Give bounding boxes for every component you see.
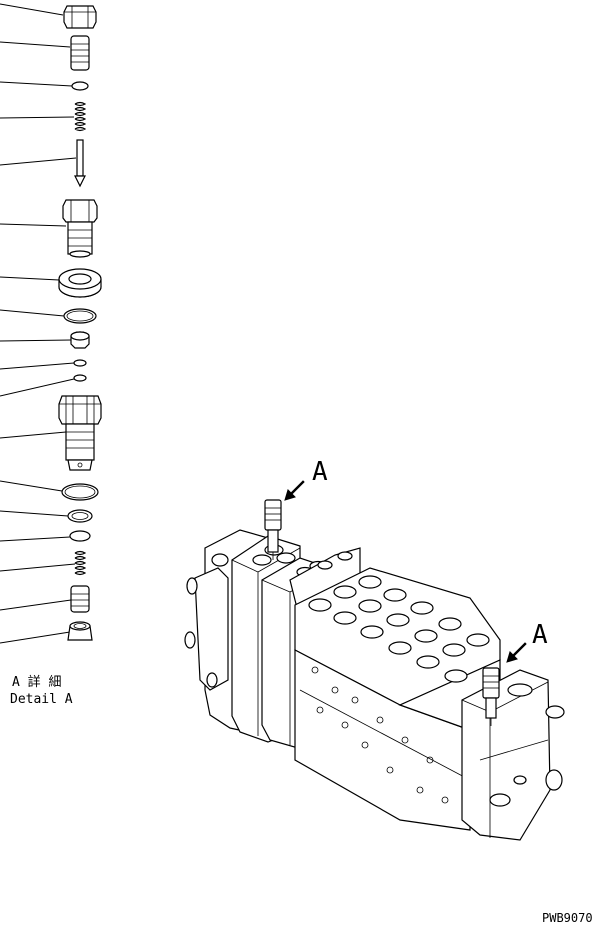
part-seat-plug (67, 621, 93, 641)
part-threaded-plug (70, 35, 90, 71)
leader-line (0, 309, 65, 317)
leader-line (0, 631, 71, 644)
leader-line (0, 157, 77, 166)
control-valve-assembly (184, 499, 565, 841)
part-small-spring (74, 550, 87, 576)
leader-line (0, 362, 75, 370)
leader-line (0, 510, 69, 517)
part-poppet (70, 585, 90, 613)
part-small-o-ring (71, 81, 89, 91)
callout-arrow-lower (506, 642, 527, 663)
detail-label-japanese: A 詳 細 (12, 674, 61, 690)
part-sleeve (62, 199, 98, 258)
part-large-o-ring (63, 308, 97, 324)
leader-line (0, 81, 73, 87)
leader-line (0, 378, 75, 397)
part-spring (74, 101, 87, 132)
leader-line (0, 431, 67, 439)
part-tiny-o-ring (73, 359, 87, 367)
leader-lines (0, 3, 77, 644)
part-valve-body (58, 395, 102, 471)
leader-line (0, 116, 75, 119)
leader-line (0, 536, 71, 542)
leader-line (0, 480, 63, 492)
part-piston-cap (70, 331, 90, 349)
leader-line (0, 223, 67, 227)
part-needle-pin (74, 139, 86, 188)
callout-label-upper: A (312, 457, 328, 487)
drawing-code: PWB9070 (542, 911, 593, 925)
part-big-o-ring (61, 483, 99, 501)
part-lock-nut (58, 268, 102, 298)
part-seal-ring (67, 509, 93, 523)
leader-line (0, 3, 64, 16)
part-backup-ring (73, 374, 87, 382)
leader-line (0, 563, 76, 572)
leader-line (0, 339, 72, 342)
leader-line (0, 276, 60, 281)
leader-line (0, 41, 71, 48)
callout-label-lower: A (532, 620, 548, 650)
detail-label-english: Detail A (10, 692, 73, 707)
part-o-ring (69, 530, 91, 542)
part-cap-nut (63, 5, 97, 29)
callout-arrow-upper (284, 480, 305, 501)
leader-line (0, 599, 72, 611)
